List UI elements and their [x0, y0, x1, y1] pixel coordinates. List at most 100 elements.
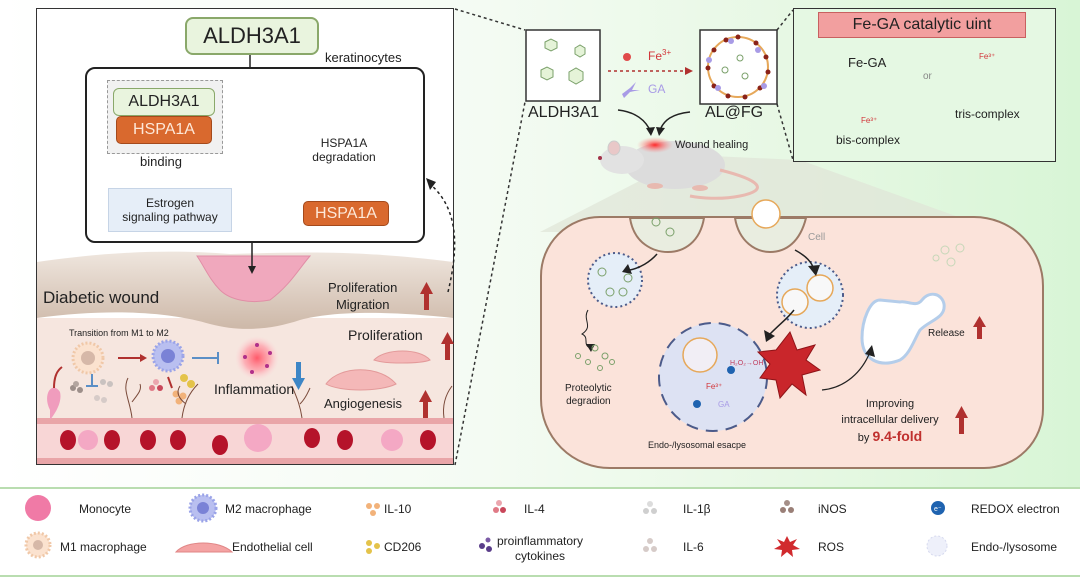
- fe-text: Fe: [648, 49, 663, 63]
- degradation-label: HSPA1A degradation: [306, 136, 382, 164]
- inflammation-label: Inflammation: [214, 381, 295, 397]
- proinflammatory-cytokines-icon: [479, 537, 492, 552]
- ga-icon: [622, 82, 640, 98]
- ros-icon: [774, 536, 800, 557]
- cytokine-cluster-m1: [70, 379, 113, 403]
- legend-m2-macrophage: M2 macrophage: [225, 502, 312, 516]
- wound-cavity: [196, 255, 312, 303]
- ga-label: GA: [648, 82, 666, 96]
- h2o2-reaction-label: H₂O₂→OH: [730, 360, 764, 367]
- inos-icon: [780, 500, 794, 513]
- monocyte-icon: [25, 495, 51, 521]
- aldh3a1-label: ALDH3A1: [528, 104, 600, 121]
- bis-complex-label: bis-complex: [836, 133, 901, 147]
- m2-macrophage: [151, 339, 185, 373]
- aldh3a1-frame: [525, 29, 601, 102]
- legend-il1b: IL-1β: [683, 502, 711, 516]
- aldh3a1-binding-box: ALDH3A1: [113, 88, 215, 116]
- m2-macrophage-icon: [188, 493, 218, 523]
- proteolytic-line1: Proteolytic: [565, 383, 612, 394]
- endothelial-cell-2: [325, 369, 397, 391]
- endocytic-pit-2: [733, 217, 808, 254]
- angiogenesis-label: Angiogenesis: [324, 396, 403, 411]
- cd206-icon: [366, 540, 380, 554]
- estrogen-line1: Estrogen: [145, 195, 195, 210]
- legend-monocyte: Monocyte: [79, 502, 132, 516]
- red-blood-cells: [60, 428, 436, 455]
- improving-prefix: by: [857, 432, 870, 444]
- legend-inos: iNOS: [818, 502, 847, 516]
- diabetic-wound-label: Diabetic wound: [43, 288, 160, 307]
- mouse-illustration: [598, 137, 759, 200]
- m1-macrophage-icon: [24, 531, 52, 559]
- alfg-label: AL@FG: [705, 104, 764, 121]
- ga-reaction-label: GA: [718, 400, 730, 409]
- fe-bis-center: Fe³⁺: [861, 116, 878, 125]
- improving-line2: intracellular delivery: [841, 414, 939, 426]
- fe-reaction-label: Fe³⁺: [706, 382, 723, 391]
- degraded-fragments: [575, 344, 615, 371]
- fe-ion-icon: [623, 53, 631, 61]
- aldh3a1-top-box: ALDH3A1: [185, 17, 319, 55]
- monocytes-in-vessel: [78, 424, 403, 452]
- endothelial-cell-icon: [174, 542, 234, 553]
- legend-endolysosome: Endo-/lysosome: [971, 540, 1058, 554]
- capillaries: [125, 377, 453, 419]
- legend-il10: IL-10: [384, 502, 412, 516]
- ros-burst: [756, 330, 822, 400]
- il4-icon: [493, 500, 506, 513]
- fold-value: 9.4-fold: [872, 428, 923, 444]
- legend-il4: IL-4: [524, 502, 545, 516]
- hspa1a-level-box: HSPA1A: [303, 201, 389, 226]
- cell-label: Cell: [808, 232, 826, 243]
- degradation-line2: degradation: [312, 150, 376, 164]
- legend-cd206: CD206: [384, 540, 422, 554]
- binding-label: binding: [140, 154, 182, 169]
- legend-proinflammatory-line2: cytokines: [515, 549, 566, 563]
- m1-macrophage: [71, 341, 105, 375]
- legend-m1-macrophage: M1 macrophage: [60, 540, 147, 554]
- improving-delivery-label: Improving intracellular delivery by 9.4-…: [830, 396, 950, 446]
- fega-panel-title: Fe-GA catalytic uint: [818, 12, 1026, 38]
- wound-healing-label: Wound healing: [675, 139, 749, 151]
- legend-proinflammatory-line1: proinflammatory: [497, 534, 584, 548]
- prolif-line1: Proliferation: [328, 280, 398, 295]
- proteolytic-label: Proteolytic degradion: [565, 382, 612, 408]
- estrogen-line2: signaling pathway: [122, 210, 218, 224]
- monocyte-extravasating: [47, 387, 61, 420]
- proliferation-label: Proliferation: [348, 327, 423, 343]
- il10-icon: [366, 503, 380, 516]
- il1b-icon: [643, 501, 657, 514]
- fe-tris-center: Fe³⁺: [979, 52, 996, 61]
- proteolytic-line2: degradion: [566, 396, 611, 407]
- tris-complex-label: tris-complex: [955, 107, 1020, 121]
- redox-electron-icon: [931, 501, 945, 515]
- legend-ros: ROS: [818, 540, 845, 554]
- legend-endothelial-cell: Endothelial cell: [232, 540, 313, 554]
- legend-il6: IL-6: [683, 540, 704, 554]
- keratinocytes-label: keratinocytes: [325, 50, 402, 65]
- endolysosome-icon: [926, 535, 948, 557]
- legend-proinflammatory-cytokines: proinflammatory cytokines: [497, 534, 583, 564]
- cytokine-cluster-m2: [149, 374, 195, 405]
- zoom-connector-lines: [454, 8, 794, 466]
- transition-label: Transition from M1 to M2: [69, 328, 169, 338]
- il6-icon: [643, 538, 657, 552]
- hspa1a-binding-box: HSPA1A: [116, 116, 212, 144]
- fe-label: Fe3+: [648, 48, 671, 63]
- release-vesicle: [860, 292, 946, 365]
- aldh3a1-molecules: [540, 38, 586, 85]
- endothelial-cell-1: [373, 350, 431, 364]
- escape-label: Endo-/lysosomal esacpe: [648, 440, 747, 450]
- degradation-line1: HSPA1A: [320, 136, 368, 150]
- fe-charge: 3+: [662, 48, 672, 57]
- or-label: or: [923, 71, 932, 82]
- inflammation-site: [235, 336, 279, 380]
- improving-line1: Improving: [865, 398, 915, 410]
- redox-electron-glyph: e⁻: [934, 506, 942, 513]
- legend-redox-electron: REDOX electron: [971, 502, 1060, 516]
